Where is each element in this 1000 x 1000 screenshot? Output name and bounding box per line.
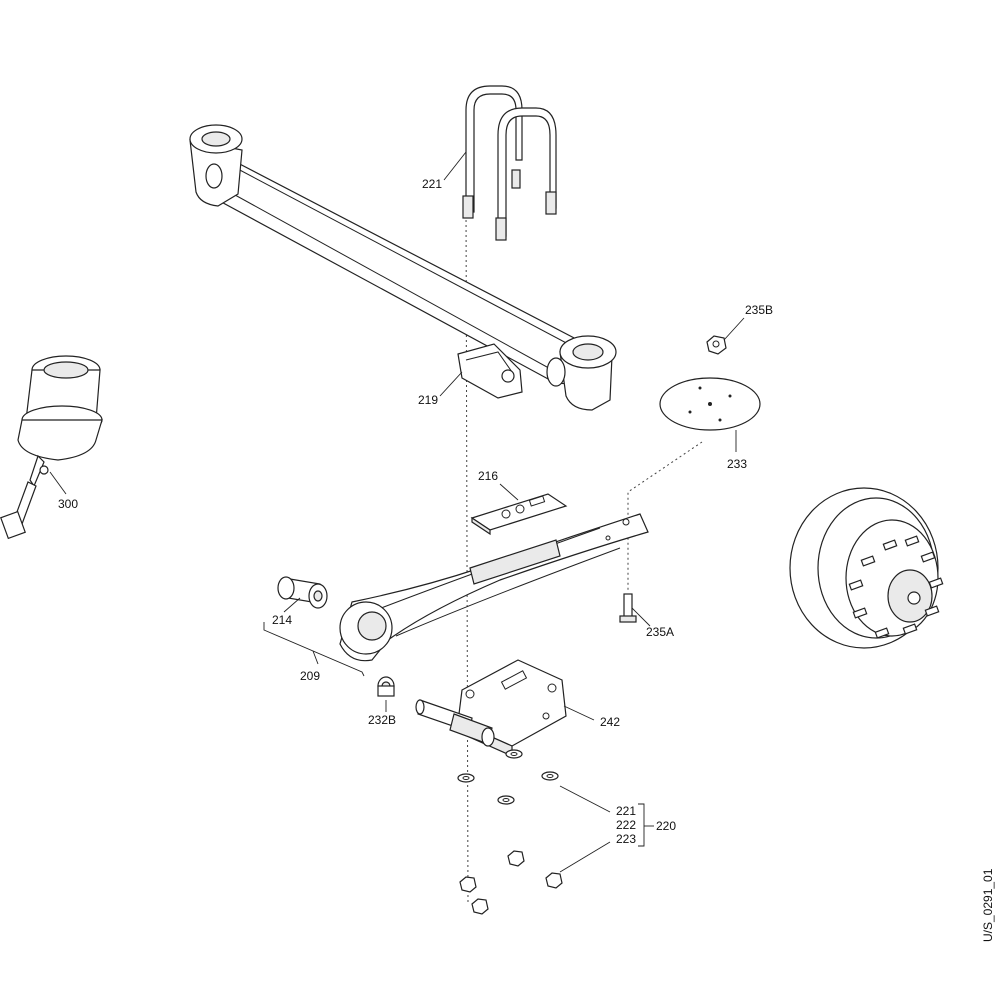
wheel-studs: [848, 535, 944, 639]
trailing-arm-209: [339, 513, 649, 662]
callout-300: 300: [58, 497, 78, 511]
callout-223: 223: [616, 832, 636, 846]
bracket-220: [638, 803, 645, 847]
callout-219: 219: [418, 393, 438, 407]
axle-beam: [189, 124, 617, 411]
u-bolt-pair: [462, 85, 557, 241]
callout-233: 233: [727, 457, 747, 471]
callout-209: 209: [300, 669, 320, 683]
plate-233: [659, 377, 761, 431]
axle-seat-bracket: [457, 343, 523, 399]
brake-chamber-300: [0, 355, 103, 540]
callout-235a: 235A: [646, 625, 674, 639]
bolt-235a: [619, 593, 637, 623]
nut-set: [459, 850, 563, 915]
bushing-232b: [377, 676, 395, 697]
callout-235b: 235B: [745, 303, 773, 317]
spacer-plate-216: [470, 493, 568, 536]
brake-drum-hub: [789, 487, 944, 649]
callout-220: 220: [656, 819, 676, 833]
callout-216: 216: [478, 469, 498, 483]
callout-242: 242: [600, 715, 620, 729]
diagram-id: U/S_0291_01: [981, 868, 995, 942]
clamp-plate-242: [415, 659, 567, 757]
assembly-axis-line-233: [627, 441, 703, 592]
callout-214: 214: [272, 613, 292, 627]
callout-222: 222: [616, 818, 636, 832]
nut-235b: [706, 335, 727, 355]
callout-221-ubolt: 221: [422, 177, 442, 191]
callout-221-stack: 221: [616, 804, 636, 818]
washer-set: [457, 749, 559, 805]
callout-232b: 232B: [368, 713, 396, 727]
bushing-214: [277, 576, 328, 609]
